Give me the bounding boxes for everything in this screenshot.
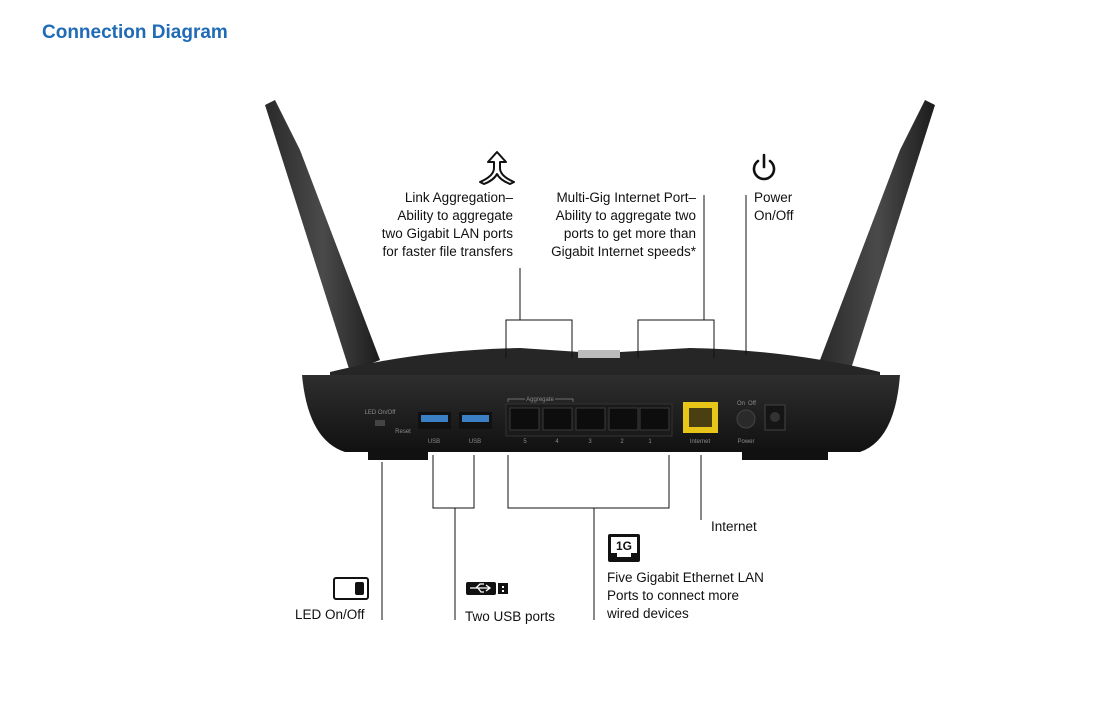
lan-port-5[interactable] (509, 407, 540, 431)
panel-power-label: Power (737, 439, 754, 445)
callout-lines (381, 195, 747, 620)
ethernet-icon-text: 1G (616, 539, 632, 553)
right-antenna (820, 100, 935, 372)
lan-port-1[interactable] (639, 407, 670, 431)
page-title: Connection Diagram (42, 22, 228, 43)
power-callout: Power On/Off (754, 189, 794, 225)
ethernet-1g-icon: 1G (608, 534, 640, 562)
lan-callout: Five Gigabit Ethernet LAN Ports to conne… (607, 569, 764, 623)
lan-ports (509, 407, 670, 431)
callout-line: Ability to aggregate (397, 208, 513, 223)
callout-line: ports to get more than (563, 226, 696, 241)
lan-number: 5 (523, 439, 527, 445)
lan-port-2[interactable] (608, 407, 639, 431)
callout-line: Multi-Gig Internet Port– (556, 190, 696, 205)
link-aggregation-icon (479, 151, 515, 185)
panel-led-label: LED On/Off (365, 410, 396, 416)
panel-on-label: On (737, 401, 745, 407)
link-aggregation-callout: Link Aggregation– Ability to aggregate t… (382, 189, 513, 261)
usb-port-2[interactable] (462, 415, 489, 422)
lan-number: 4 (555, 439, 559, 445)
lan-port-3[interactable] (575, 407, 606, 431)
panel-reset-label: Reset (395, 429, 411, 435)
callout-line: Five Gigabit Ethernet LAN (607, 570, 764, 585)
lan-number: 3 (588, 439, 592, 445)
callout-line: Link Aggregation– (404, 190, 513, 205)
lan-number: 1 (648, 439, 652, 445)
callout-line: Gigabit Internet speeds* (551, 244, 696, 259)
multi-gig-callout: Multi-Gig Internet Port– Ability to aggr… (551, 189, 696, 261)
panel-off-label: Off (748, 401, 756, 407)
led-switch[interactable] (375, 420, 385, 426)
internet-callout: Internet (711, 519, 757, 534)
vent (578, 350, 620, 358)
usb-icon (466, 582, 508, 595)
power-icon (752, 153, 776, 181)
callout-line: for faster file transfers (382, 244, 513, 259)
callout-line: two Gigabit LAN ports (381, 226, 513, 241)
lan-number: 2 (620, 439, 624, 445)
callout-line: Ports to connect more (607, 588, 740, 603)
lan-port-4[interactable] (542, 407, 573, 431)
callout-line: On/Off (754, 208, 794, 223)
toggle-switch-icon (333, 577, 369, 600)
power-button[interactable] (736, 409, 756, 429)
callout-line: wired devices (607, 606, 689, 621)
usb-port-1[interactable] (421, 415, 448, 422)
callout-line: Ability to aggregate two (555, 208, 696, 223)
panel-aggregate-label: Aggregate (526, 397, 554, 403)
callout-line: Power (754, 190, 793, 205)
usb-callout: Two USB ports (465, 609, 556, 624)
panel-internet-label: Internet (690, 439, 711, 445)
left-antenna (265, 100, 380, 372)
panel-usb-label: USB (428, 439, 440, 445)
panel-usb-label: USB (469, 439, 481, 445)
led-callout: LED On/Off (295, 607, 365, 622)
